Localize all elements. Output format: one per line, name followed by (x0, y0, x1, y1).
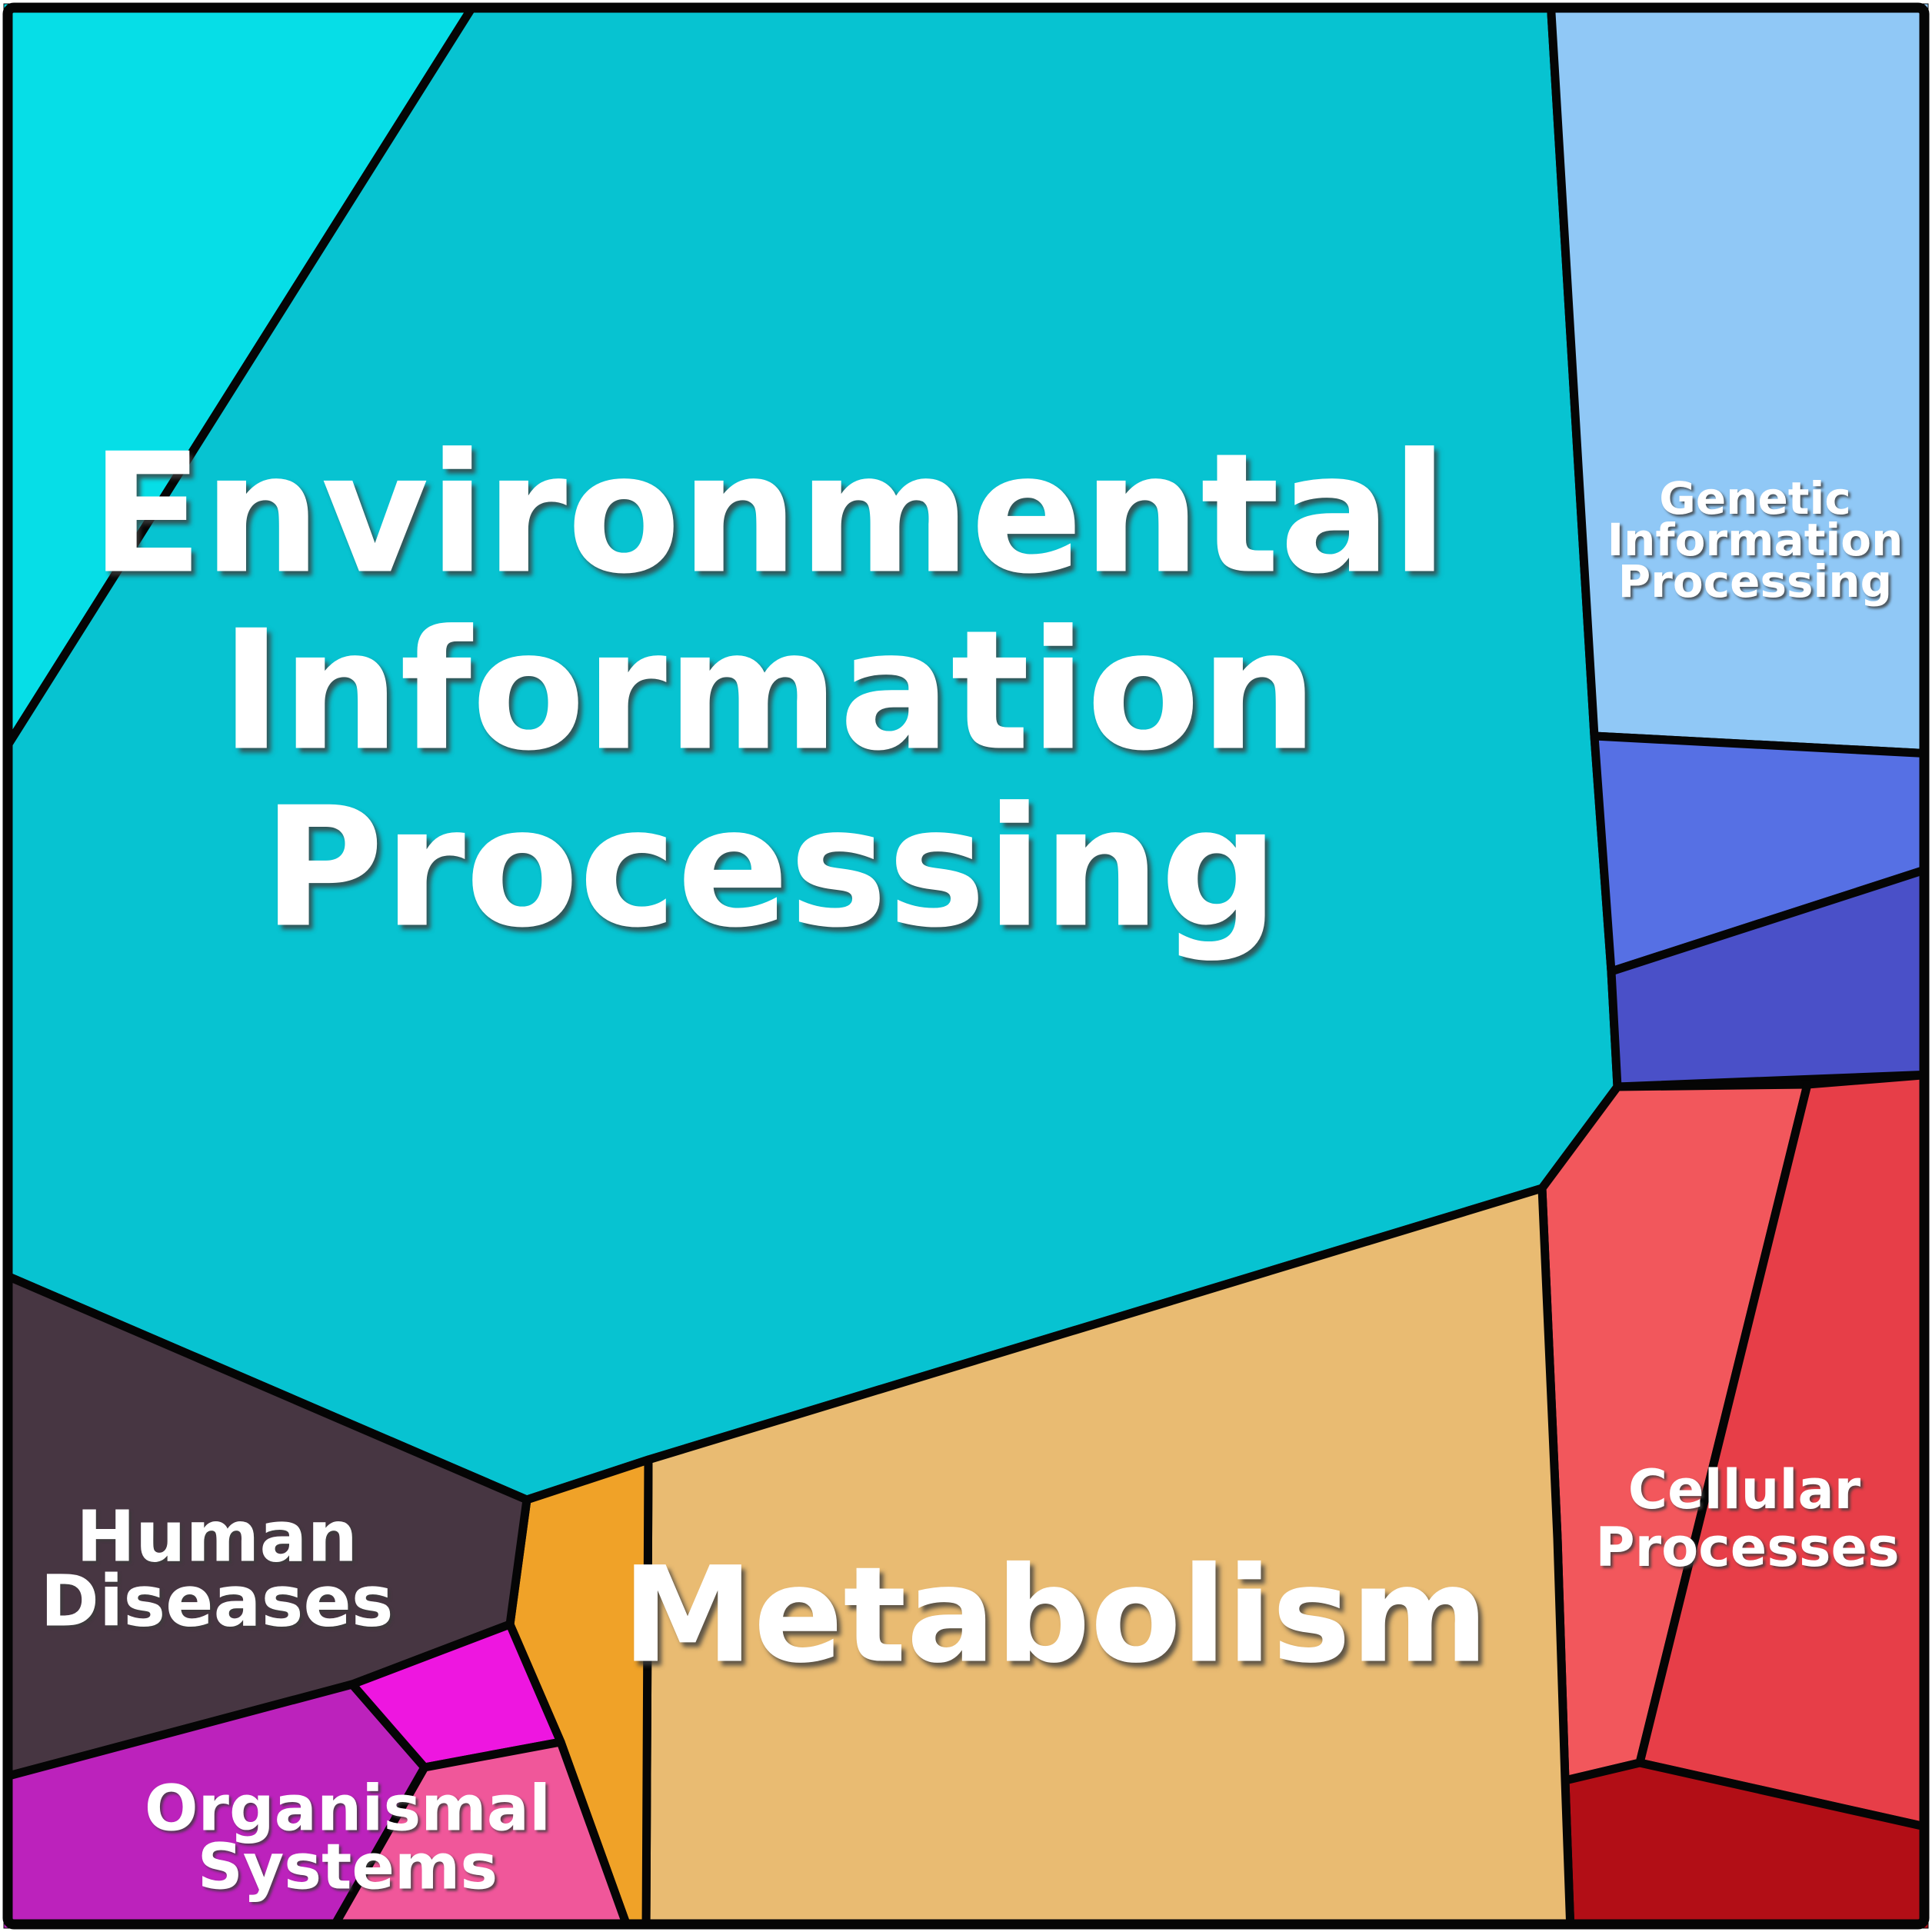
label-genetic-line1: Genetic (1659, 472, 1851, 525)
region-metabolism-main[interactable] (641, 1184, 1575, 1932)
cluster-cellular-processes (1537, 1070, 1932, 1932)
label-cellular-line1: Cellular (1628, 1458, 1861, 1521)
label-human-diseases-line1: Human (76, 1496, 358, 1578)
label-genetic-line2: Information (1607, 514, 1904, 566)
label-organismal-line1: Organismal (145, 1773, 551, 1846)
label-environmental-line1: Environmental (90, 418, 1447, 611)
region-organismal-pink[interactable] (326, 1737, 634, 1932)
region-genetic-light[interactable] (1546, 0, 1932, 758)
cluster-genetic-information-processing (1546, 0, 1932, 1091)
cluster-environmental-information-processing (0, 0, 1622, 1504)
region-genetic-medium[interactable] (1590, 731, 1932, 976)
region-cellular-red[interactable] (1635, 1070, 1932, 1833)
label-environmental-line3: Processing (262, 771, 1278, 964)
label-organismal-line2: Systems (198, 1831, 498, 1904)
region-genetic-dark[interactable] (1607, 863, 1932, 1091)
label-human-diseases-line2: Diseases (40, 1561, 393, 1643)
label-genetic-line3: Processing (1618, 555, 1892, 608)
label-metabolism: Metabolism (622, 1538, 1489, 1693)
label-cellular-line2: Processes (1595, 1516, 1899, 1579)
cluster-organismal-systems (0, 1620, 634, 1932)
region-labels: Environmental Information Processing Met… (40, 418, 1903, 1904)
label-environmental-line2: Information (221, 595, 1318, 788)
